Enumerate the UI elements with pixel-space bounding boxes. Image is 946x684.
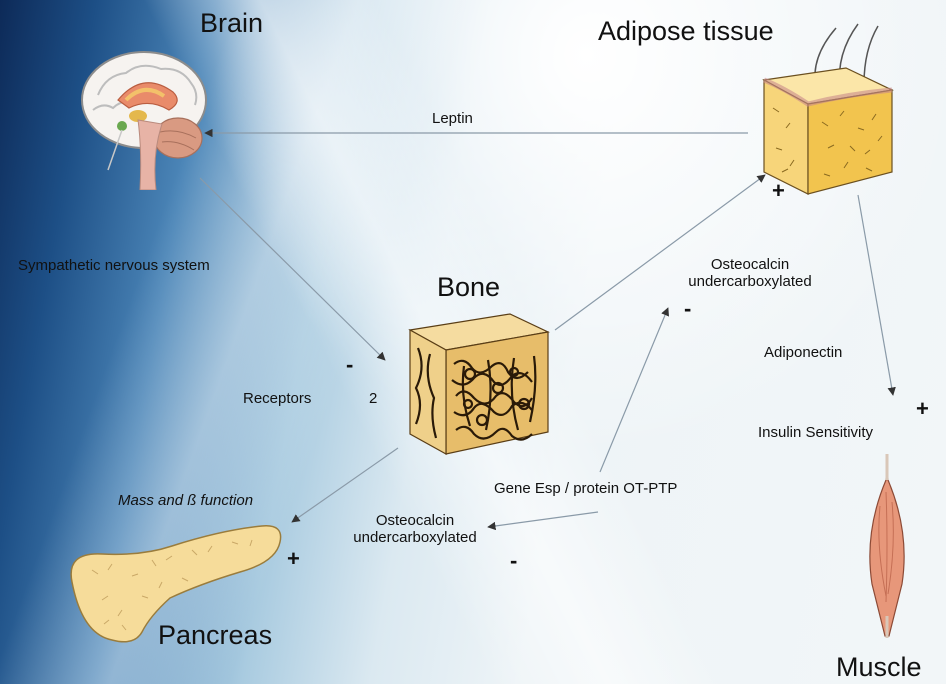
mass-function-label: Mass and ß function (118, 492, 253, 509)
gene-to-osteocalcin-arrow (600, 308, 668, 472)
sympathetic-label: Sympathetic nervous system (18, 257, 210, 274)
adipose-title: Adipose tissue (598, 16, 774, 47)
adipose-plus-sign: + (772, 178, 785, 204)
pancreas-plus-sign: + (287, 546, 300, 572)
receptors-number: 2 (369, 390, 377, 407)
bone-to-pancreas-arrow (292, 448, 398, 522)
receptors-label: Receptors (243, 390, 311, 407)
sympathetic-arrow (200, 178, 385, 360)
gene-to-bottom-osteocalcin-arrow (488, 512, 598, 527)
gene-esp-label: Gene Esp / protein OT-PTP (494, 480, 677, 497)
bottom-minus-sign: - (510, 548, 517, 574)
bone-to-adipose-arrow (555, 175, 765, 330)
adipose-to-muscle-arrow (858, 195, 893, 395)
bone-title: Bone (437, 272, 500, 303)
receptors-minus-sign: - (346, 352, 353, 378)
muscle-illustration (858, 452, 916, 640)
insulin-plus-sign: + (916, 396, 929, 422)
osteocalcin-bottom-line1: Osteocalcin (340, 512, 490, 529)
adipose-illustration (758, 18, 898, 198)
pancreas-title: Pancreas (158, 620, 272, 651)
adiponectin-label: Adiponectin (764, 344, 842, 361)
brain-illustration (78, 40, 218, 190)
muscle-title: Muscle (836, 652, 922, 683)
osteocalcin-top-label: Osteocalcin undercarboxylated (675, 256, 825, 290)
osteocalcin-bottom-label: Osteocalcin undercarboxylated (340, 512, 490, 546)
osteocalcin-bottom-line2: undercarboxylated (340, 529, 490, 546)
leptin-label: Leptin (432, 110, 473, 127)
brain-title: Brain (200, 8, 263, 39)
osteocalcin-minus-sign: - (684, 296, 691, 322)
osteocalcin-top-line2: undercarboxylated (675, 273, 825, 290)
bone-illustration (398, 308, 558, 468)
osteocalcin-top-line1: Osteocalcin (675, 256, 825, 273)
insulin-sensitivity-label: Insulin Sensitivity (758, 424, 873, 441)
